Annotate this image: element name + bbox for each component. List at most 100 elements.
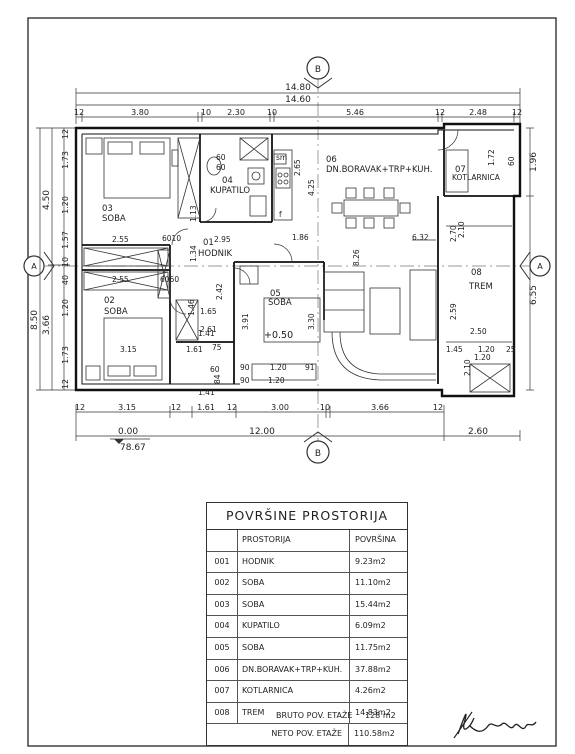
svg-text:25: 25 (506, 345, 516, 354)
bottom-dim-segments: 12 3.15 12 1.61 12 3.00 10 3.66 12 (75, 403, 443, 412)
svg-text:2.95: 2.95 (214, 235, 231, 244)
neto-spacer (207, 724, 237, 745)
svg-text:12: 12 (433, 403, 443, 412)
interior-dimensions-vertical: 4.25 8.26 2.65 2.70 2.10 2.59 2.10 1.72 … (187, 149, 516, 384)
room-05-number: 05 (270, 289, 281, 299)
table-row: 005 SOBA 11.75m2 (207, 637, 407, 660)
svg-text:3.91: 3.91 (241, 313, 250, 330)
row-area: 4.26m2 (355, 686, 386, 696)
svg-text:1.20: 1.20 (270, 363, 287, 372)
row-id: 004 (207, 616, 238, 637)
room-01-name: HODNIK (198, 249, 232, 259)
bathroom-fixtures (206, 137, 269, 217)
left-dim-labels: 8.50 4.50 3.66 (30, 190, 52, 335)
svg-text:2.65: 2.65 (293, 159, 302, 176)
svg-text:60: 60 (216, 163, 226, 172)
svg-text:6010: 6010 (162, 234, 181, 243)
dim-right-lower: 6.55 (529, 285, 539, 305)
svg-text:1.20: 1.20 (61, 299, 70, 317)
row-name: DN.BORAVAK+TRP+KUH. (238, 659, 350, 681)
room-03-name: SOBA (102, 214, 126, 224)
svg-text:10: 10 (61, 257, 70, 267)
svg-text:12: 12 (61, 379, 70, 389)
row-id: 007 (207, 681, 238, 702)
svg-text:6.32: 6.32 (412, 233, 429, 242)
svg-text:90: 90 (240, 363, 250, 372)
header-cell: POVRŠINA (355, 535, 396, 544)
room05-furniture (239, 265, 321, 381)
bed-room-02 (85, 317, 163, 381)
table-row: 001 HODNIK 9.23m2 (207, 551, 407, 574)
row-area: 37.88m2 (355, 664, 391, 674)
level-value: 0.00 (118, 427, 138, 437)
room-labels: 03 SOBA 04 KUPATILO 06 DN.BORAVAK+TRP+KU… (102, 155, 501, 317)
row-area: 15.44m2 (355, 599, 391, 609)
axis-b: B B (303, 56, 333, 464)
room-04-number: 04 (222, 176, 233, 186)
svg-text:1.13: 1.13 (189, 205, 198, 222)
svg-text:3.15: 3.15 (118, 403, 136, 412)
room-06-number: 06 (326, 155, 337, 165)
svg-text:1.57: 1.57 (61, 231, 70, 249)
svg-text:1.45: 1.45 (446, 345, 463, 354)
wardrobes (83, 137, 201, 341)
svg-text:2.59: 2.59 (449, 303, 458, 320)
svg-text:1.41: 1.41 (198, 388, 215, 397)
axis-a-right-label: A (537, 262, 543, 271)
row-area: 11.75m2 (355, 642, 391, 652)
svg-text:2.70: 2.70 (449, 225, 458, 242)
svg-text:2.42: 2.42 (215, 283, 224, 300)
left-dim-segments: 12 1.73 1.20 1.57 10 40 1.20 1.73 12 (61, 129, 70, 389)
bruto-value: 128 m2 (365, 711, 396, 720)
axis-a-left-label: A (31, 262, 37, 271)
row-area: 6.09m2 (355, 621, 386, 631)
row-id: 002 (207, 573, 238, 594)
svg-text:2.10: 2.10 (457, 221, 466, 238)
svg-text:91: 91 (305, 363, 315, 372)
sheet-frame (27, 17, 557, 747)
top-dim-seg: 12 (435, 108, 445, 117)
svg-text:1.86: 1.86 (292, 233, 309, 242)
dim-left-lower: 3.66 (42, 315, 52, 335)
dim-left-upper: 4.50 (42, 190, 52, 210)
table-row: 004 KUPATILO 6.09m2 (207, 616, 407, 638)
svg-text:12: 12 (171, 403, 181, 412)
svg-text:sm: sm (276, 153, 287, 162)
svg-text:10: 10 (320, 403, 330, 412)
svg-text:12: 12 (61, 129, 70, 139)
bottom-dimensions (75, 405, 521, 441)
elevation-050: +0.50 (264, 330, 293, 341)
top-dim-seg: 12 (512, 108, 522, 117)
svg-text:60: 60 (216, 153, 226, 162)
svg-text:1.73: 1.73 (61, 346, 70, 364)
top-dim-seg: 2.48 (469, 108, 487, 117)
svg-text:8.26: 8.26 (352, 249, 361, 266)
room-02-number: 02 (104, 296, 115, 306)
row-id: 006 (207, 659, 238, 681)
row-id: 003 (207, 594, 238, 616)
interior-dimensions: 2.55 2.55 3.15 1.61 2.95 1.86 6.32 2.50 … (112, 153, 516, 397)
svg-text:2.50: 2.50 (470, 327, 487, 336)
row-area: 11.10m2 (355, 578, 391, 588)
room-08-number: 08 (471, 268, 482, 278)
svg-text:84: 84 (213, 374, 222, 384)
left-dimensions (36, 127, 80, 391)
room-05-name: SOBA (268, 298, 292, 308)
svg-text:3.15: 3.15 (120, 345, 137, 354)
room-07-number: 07 (455, 165, 466, 175)
svg-text:3.00: 3.00 (271, 403, 289, 412)
top-dimensions (75, 88, 521, 124)
room-06-name: DN.BORAVAK+TRP+KUH. (326, 165, 432, 175)
table-row: 008 TREM 14.83m2 (207, 702, 407, 725)
row-name: SOBA (238, 637, 350, 659)
dim-overall-outer: 14.80 (285, 83, 311, 93)
row-area: 14.83m2 (355, 707, 391, 717)
svg-text:f: f (279, 210, 282, 219)
living-furniture (323, 239, 437, 381)
svg-text:60: 60 (507, 156, 516, 166)
neto-row: NETO POV. ETAŽE 110.58m2 (207, 724, 407, 745)
svg-text:1.20: 1.20 (478, 345, 495, 354)
svg-text:3.30: 3.30 (307, 313, 316, 330)
